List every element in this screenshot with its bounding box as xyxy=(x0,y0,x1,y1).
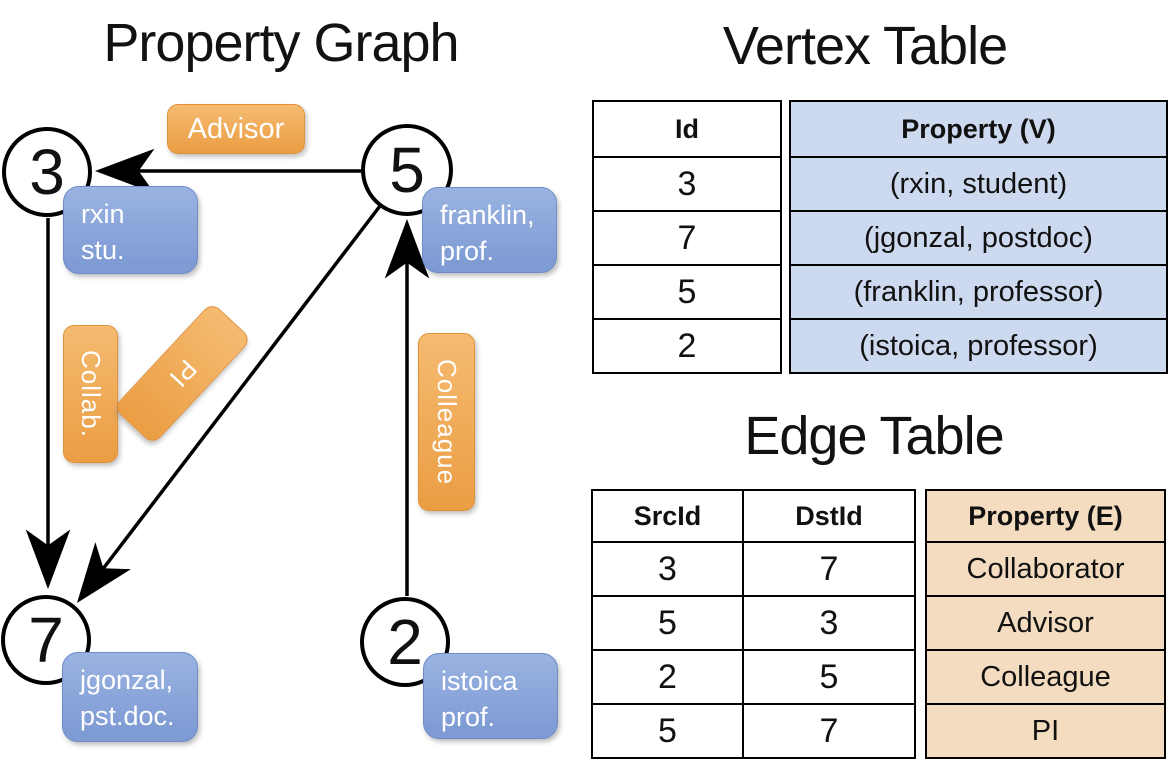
vertex-property-box-2: istoica prof. xyxy=(423,653,558,739)
vertex-id-column: Id 3 7 5 2 xyxy=(592,100,782,374)
edge-label-collab: Collab. xyxy=(63,325,118,463)
edge-row-property: Colleague xyxy=(925,649,1166,705)
vertex-property-box-7: jgonzal, pst.doc. xyxy=(62,652,198,742)
edge-row-dstid: 7 xyxy=(742,703,916,759)
vertex-5-line1: franklin, xyxy=(440,200,535,230)
node-7-id: 7 xyxy=(28,604,64,676)
vertex-row-property: (istoica, professor) xyxy=(789,318,1168,374)
edge-table: SrcId DstId 3 7 5 3 2 5 5 7 Property (E) xyxy=(591,489,1166,759)
property-graph-title: Property Graph xyxy=(103,13,459,73)
edge-col-srcid-header: SrcId xyxy=(591,489,744,543)
edge-table-title: Edge Table xyxy=(744,406,1004,466)
edge-row-dstid: 3 xyxy=(742,595,916,651)
vertex-row-property: (jgonzal, postdoc) xyxy=(789,210,1168,266)
edge-row-property: Advisor xyxy=(925,595,1166,651)
vertex-col-property-header: Property (V) xyxy=(789,100,1168,158)
edge-row-dstid: 7 xyxy=(742,541,916,597)
vertex-row-property: (rxin, student) xyxy=(789,156,1168,212)
vertex-3-line1: rxin xyxy=(81,199,125,229)
vertex-7-line1: jgonzal, xyxy=(80,665,174,695)
vertex-property-box-3: rxin stu. xyxy=(63,186,198,274)
edge-src-dst-columns: SrcId DstId 3 7 5 3 2 5 5 7 xyxy=(591,489,916,759)
edge-col-property-header: Property (E) xyxy=(925,489,1166,543)
vertex-3-line2: stu. xyxy=(81,234,125,265)
vertex-property-box-5: franklin, prof. xyxy=(422,187,557,273)
edge-row-srcid: 5 xyxy=(591,595,744,651)
vertex-property-column: Property (V) (rxin, student) (jgonzal, p… xyxy=(789,100,1168,374)
edge-row-dstid: 5 xyxy=(742,649,916,705)
node-5-id: 5 xyxy=(389,134,425,206)
vertex-row-property: (franklin, professor) xyxy=(789,264,1168,320)
node-3-id: 3 xyxy=(29,136,65,208)
vertex-table-title: Vertex Table xyxy=(722,16,1008,76)
edge-label-advisor: Advisor xyxy=(167,104,305,154)
vertex-row-id: 2 xyxy=(592,318,782,374)
edge-row-srcid: 3 xyxy=(591,541,744,597)
vertex-col-id-header: Id xyxy=(592,100,782,158)
edge-property-column: Property (E) Collaborator Advisor Collea… xyxy=(925,489,1166,759)
advisor-label-text: Advisor xyxy=(187,112,285,145)
vertex-5-line2: prof. xyxy=(440,235,495,266)
vertex-2-line1: istoica xyxy=(441,666,518,696)
edge-row-property: PI xyxy=(925,703,1166,759)
vertex-row-id: 7 xyxy=(592,210,782,266)
edge-col-dstid-header: DstId xyxy=(742,489,916,543)
vertex-7-line2: pst.doc. xyxy=(80,700,175,731)
graph-edges-layer xyxy=(25,148,430,603)
vertex-2-line2: prof. xyxy=(441,701,496,732)
edge-row-srcid: 2 xyxy=(591,649,744,705)
graph-node-5: 5 xyxy=(361,124,453,216)
vertex-row-id: 3 xyxy=(592,156,782,212)
node-2-id: 2 xyxy=(387,606,423,678)
edge-row-property: Collaborator xyxy=(925,541,1166,597)
edge-label-colleague: Colleague xyxy=(418,333,475,511)
collab-label-text: Collab. xyxy=(76,350,106,438)
graph-node-2: 2 xyxy=(360,597,450,687)
vertex-table: Id 3 7 5 2 Property (V) (rxin, student) … xyxy=(592,100,1168,374)
pi-label-text: PI xyxy=(162,353,203,394)
vertex-row-id: 5 xyxy=(592,264,782,320)
edge-5-to-7 xyxy=(76,204,382,603)
colleague-label-text: Colleague xyxy=(432,358,462,486)
edge-row-srcid: 5 xyxy=(591,703,744,759)
